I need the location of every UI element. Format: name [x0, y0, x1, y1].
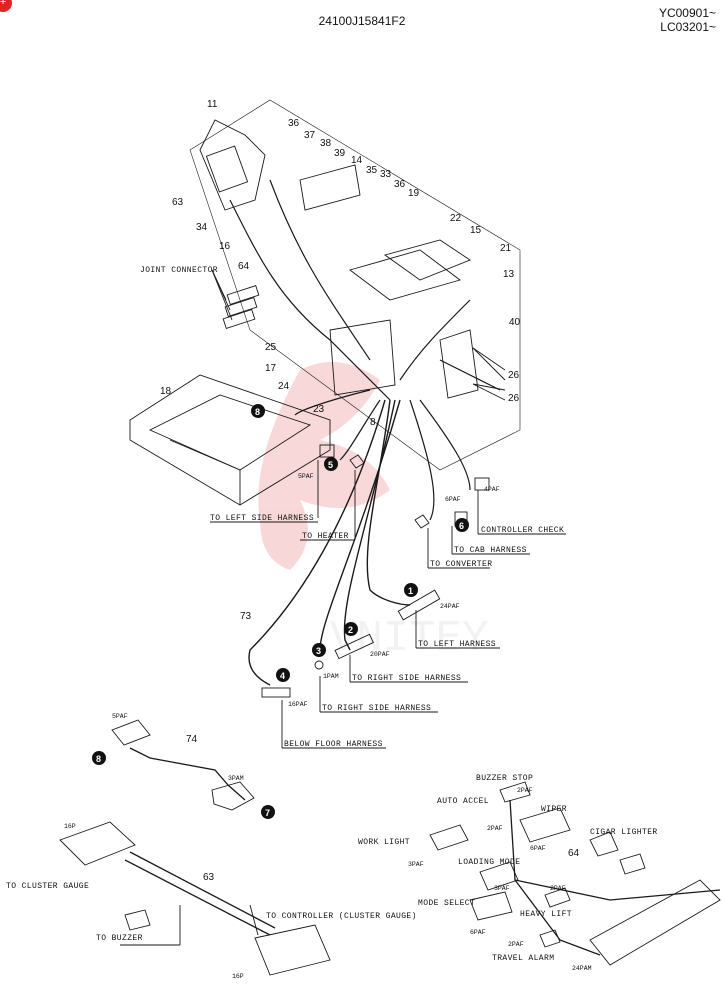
conn-2paf-c: 2PAF — [550, 885, 566, 892]
part-36-a: 36 — [288, 118, 300, 129]
label-joint-connector: JOINT CONNECTOR — [140, 266, 218, 275]
label-below-floor-harness: BELOW FLOOR HARNESS — [284, 740, 383, 749]
label-to-controller-cluster: TO CONTROLLER (CLUSTER GAUGE) — [266, 912, 417, 921]
label-buzzer-stop: BUZZER STOP — [476, 774, 533, 783]
watermark-logo: VNITEY — [258, 362, 488, 664]
part-74: 74 — [186, 734, 198, 745]
marker-8-a: 8 — [255, 407, 260, 417]
conn-2paf-a: 2PAF — [517, 787, 533, 794]
conn-2paf-d: 2PAF — [508, 941, 524, 948]
destination-labels: JOINT CONNECTOR TO LEFT SIDE HARNESS TO … — [6, 266, 658, 963]
part-25: 25 — [265, 342, 277, 353]
part-26-a: 26 — [508, 370, 520, 381]
label-travel-alarm: TRAVEL ALARM — [492, 954, 554, 963]
marker-7: 7 — [265, 808, 270, 818]
part-64-b: 64 — [568, 848, 580, 859]
part-19: 19 — [408, 188, 420, 199]
part-64-a: 64 — [238, 261, 250, 272]
part-22: 22 — [450, 213, 462, 224]
label-to-converter: TO CONVERTER — [430, 560, 492, 569]
conn-24paf: 24PAF — [440, 603, 460, 610]
label-to-cab-harness: TO CAB HARNESS — [454, 546, 527, 555]
part-21: 21 — [500, 243, 512, 254]
part-73: 73 — [240, 611, 252, 622]
part-33: 33 — [380, 169, 392, 180]
conn-6paf-c: 6PAF — [470, 929, 486, 936]
conn-5paf-b: 5PAF — [112, 713, 128, 720]
conn-6paf-b: 6PAF — [530, 845, 546, 852]
part-number-callouts: 11 36 37 38 39 14 35 33 36 19 63 34 16 6… — [160, 99, 580, 883]
part-39: 39 — [334, 148, 346, 159]
part-26-b: 26 — [508, 393, 520, 404]
marker-1: 1 — [408, 586, 413, 596]
marker-3: 3 — [316, 646, 321, 656]
marker-6: 6 — [459, 521, 464, 531]
part-11: 11 — [207, 99, 218, 110]
label-to-left-harness: TO LEFT HARNESS — [418, 640, 496, 649]
part-24: 24 — [278, 381, 290, 392]
part-38: 38 — [320, 138, 332, 149]
part-13: 13 — [503, 269, 515, 280]
label-work-light: WORK LIGHT — [358, 838, 410, 847]
conn-3paf-b: 3PAF — [494, 885, 510, 892]
part-63-b: 63 — [203, 872, 215, 883]
conn-20paf: 20PAF — [370, 651, 390, 658]
label-controller-check: CONTROLLER CHECK — [481, 526, 564, 535]
label-to-right-side-harness-1: TO RIGHT SIDE HARNESS — [352, 674, 461, 683]
part-34: 34 — [196, 222, 208, 233]
label-heavy-lift: HEAVY LIFT — [520, 910, 572, 919]
part-37: 37 — [304, 130, 316, 141]
label-wiper: WIPER — [541, 805, 567, 814]
conn-4paf: 4PAF — [484, 486, 500, 493]
connector-tags: 5PAF 6PAF 4PAF 24PAF 20PAF 1PAM 16PAF 5P… — [64, 473, 592, 980]
conn-2paf-b: 2PAF — [487, 825, 503, 832]
conn-3paf-a: 3PAF — [408, 861, 424, 868]
part-36-b: 36 — [394, 179, 406, 190]
conn-3pam: 3PAM — [228, 775, 244, 782]
part-14: 14 — [351, 155, 363, 166]
label-to-buzzer: TO BUZZER — [96, 934, 143, 943]
conn-1pam: 1PAM — [323, 673, 339, 680]
circled-markers: 1 2 3 4 5 6 7 8 8 — [92, 404, 469, 819]
part-15: 15 — [470, 225, 482, 236]
part-17: 17 — [265, 363, 277, 374]
conn-16p-a: 16P — [64, 823, 76, 830]
part-8: 8 — [370, 417, 376, 428]
label-auto-accel: AUTO ACCEL — [437, 797, 489, 806]
label-to-right-side-harness-2: TO RIGHT SIDE HARNESS — [322, 704, 431, 713]
marker-8-b: 8 — [96, 754, 101, 764]
conn-5paf-a: 5PAF — [298, 473, 314, 480]
marker-2: 2 — [348, 625, 353, 635]
label-to-heater: TO HEATER — [302, 532, 349, 541]
part-63-a: 63 — [172, 197, 184, 208]
label-cigar-lighter: CIGAR LIGHTER — [590, 828, 658, 837]
part-16: 16 — [219, 241, 231, 252]
serial-range-1: YC00901~ — [658, 6, 716, 20]
part-35: 35 — [366, 165, 378, 176]
conn-6paf: 6PAF — [445, 496, 461, 503]
part-23: 23 — [313, 404, 325, 415]
part-18: 18 — [160, 386, 172, 397]
serial-range-2: LC03201~ — [660, 20, 716, 34]
conn-16p-b: 16P — [232, 973, 244, 980]
conn-16paf-a: 16PAF — [288, 701, 308, 708]
corner-badge: + — [0, 0, 12, 12]
conn-24pam: 24PAM — [572, 965, 592, 972]
drawing-part-number: 24100J15841F2 — [318, 14, 406, 28]
marker-5: 5 — [328, 460, 333, 470]
watermark-text: VNITEY — [330, 614, 488, 664]
marker-4: 4 — [280, 671, 285, 681]
label-to-cluster-gauge: TO CLUSTER GAUGE — [6, 882, 89, 891]
label-loading-mode: LOADING MODE — [458, 858, 520, 867]
part-40: 40 — [509, 317, 521, 328]
label-mode-select: MODE SELECT — [418, 899, 475, 908]
label-to-left-side-harness: TO LEFT SIDE HARNESS — [210, 514, 314, 523]
